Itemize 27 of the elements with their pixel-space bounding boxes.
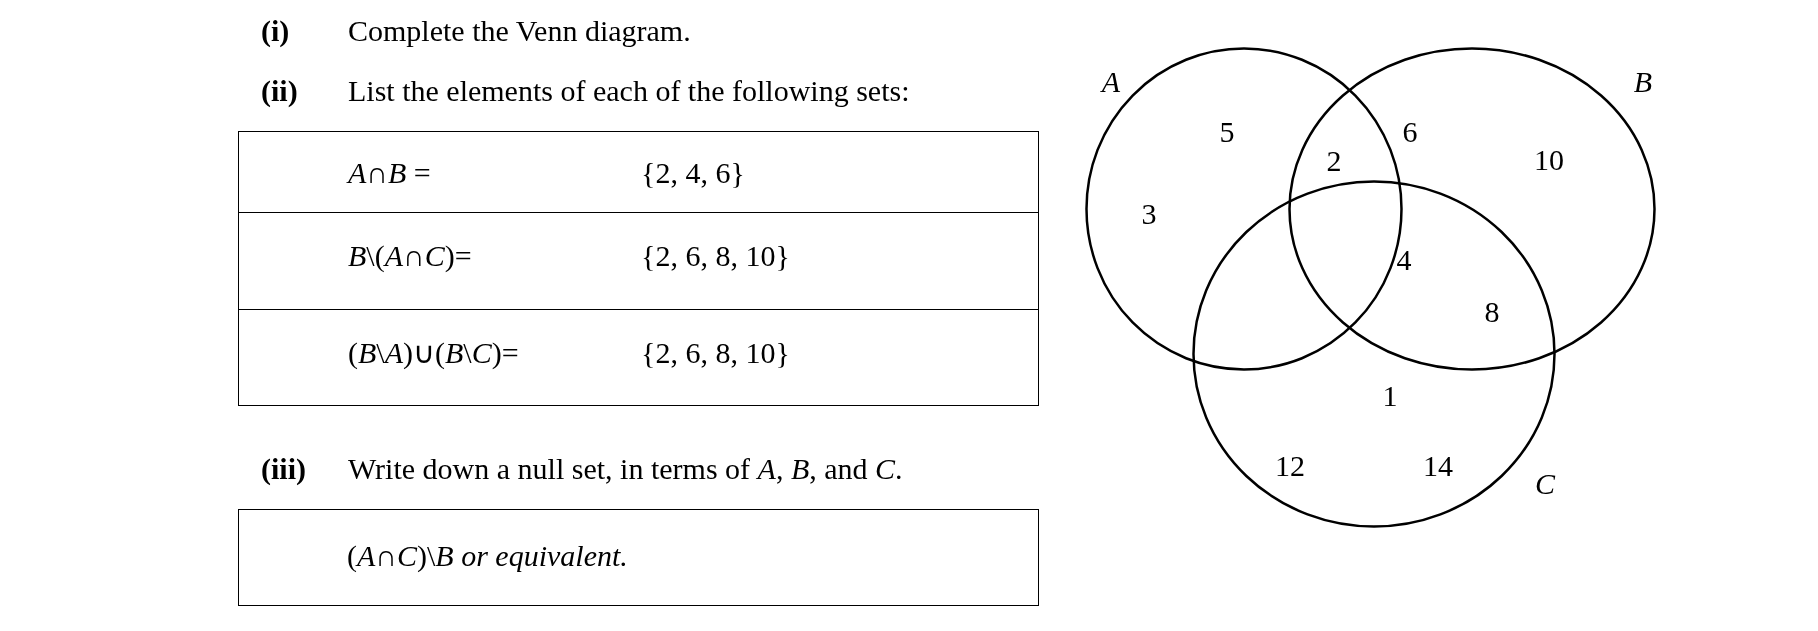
region-number: 2 [1326,143,1342,177]
answer-text: (A∩C)\B or equivalent. [347,539,628,572]
answer-box [238,509,1039,606]
set-expression: A∩B = [348,156,431,189]
set-answer: {2, 4, 6} [641,156,745,189]
region-number: 1 [1382,378,1398,412]
region-number: 3 [1141,196,1157,230]
set-label: A [1101,64,1121,98]
set-answer: {2, 6, 8, 10} [641,239,790,272]
region-number: 8 [1484,294,1500,328]
region-number: 12 [1275,448,1305,482]
instruction-text: List the elements of each of the following sets: [348,74,910,107]
region-number: 6 [1402,114,1418,148]
question-number: (iii) [261,452,306,485]
set-expression: (B\A)∪(B\C)= [348,336,519,369]
region-number: 14 [1423,448,1453,482]
set-expression: B\(A∩C)= [348,239,472,272]
set-label: B [1633,64,1653,98]
set-label: C [1535,466,1555,500]
set-answer: {2, 6, 8, 10} [641,336,790,369]
instruction-text: Complete the Venn diagram. [348,14,691,47]
question-number: (i) [261,14,290,47]
instruction-text: Write down a null set, in terms of A, B, and C. [348,452,903,485]
region-number: 5 [1219,114,1235,148]
region-number: 4 [1396,242,1412,276]
question-number: (ii) [261,74,298,107]
region-number: 10 [1534,142,1564,176]
